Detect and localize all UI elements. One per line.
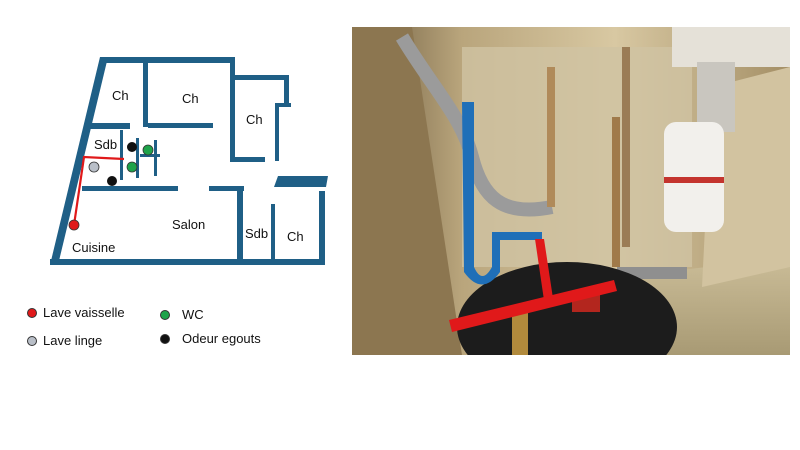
photo-left-wall — [352, 27, 462, 355]
wall-sdb-a — [120, 130, 123, 180]
room-label-ch2: Ch — [182, 91, 199, 106]
wall-ch-bottom — [148, 123, 213, 128]
marker-lave-vaisselle — [68, 219, 80, 231]
marker-wc-1 — [142, 144, 154, 156]
legend-label-wc: WC — [182, 307, 204, 322]
legend-dot-wc — [160, 309, 170, 320]
photo-overlay-blue-trap — [462, 102, 542, 285]
photo-sink-bottom — [672, 27, 790, 67]
plumbing-photo — [352, 27, 790, 355]
legend-lave-linge: Lave linge — [27, 333, 102, 348]
wall-right-stub — [284, 75, 289, 105]
wall-ch2-bottom — [230, 157, 265, 162]
legend-dot-lave-vaisselle — [27, 307, 37, 318]
legend-label-odeur-egouts: Odeur egouts — [182, 331, 261, 346]
marker-odeur-1 — [127, 142, 137, 152]
wall-mid-right — [209, 186, 244, 191]
room-label-sdb1: Sdb — [94, 137, 117, 152]
room-label-sdb2: Sdb — [245, 226, 268, 241]
wall-sdb-c — [154, 140, 157, 176]
legend-dot-lave-linge — [27, 335, 37, 346]
photo-siphon-band — [664, 177, 724, 183]
marker-wc-2 — [126, 161, 138, 173]
photo-brass-fitting — [512, 307, 528, 355]
wall-right-stub3 — [275, 103, 279, 161]
legend-label-lave-vaisselle: Lave vaisselle — [43, 305, 125, 320]
room-label-ch1: Ch — [112, 88, 129, 103]
wall-right-stub2 — [275, 103, 291, 107]
marker-odeur-2 — [107, 176, 117, 186]
floor-plan: Ch Ch Ch Sdb Salon Sdb Ch Cuisine — [50, 57, 328, 265]
room-label-ch4: Ch — [287, 229, 304, 244]
wall-mid-left — [82, 186, 178, 191]
wall-sdb2-right — [271, 204, 275, 260]
legend-label-lave-linge: Lave linge — [43, 333, 103, 348]
photo-wallpaper — [462, 47, 692, 267]
photo-copper-pipe-3 — [622, 47, 630, 247]
wall-sdb-d — [140, 154, 160, 157]
marker-lave-linge — [88, 161, 100, 173]
wall-bottom — [50, 259, 325, 265]
wall-right — [319, 191, 325, 263]
legend-odeur-egouts: Odeur egouts — [160, 331, 261, 346]
legend-lave-vaisselle: Lave vaisselle — [27, 305, 125, 320]
wall-sdb-top — [88, 123, 130, 129]
photo-drain-pipe — [697, 62, 735, 132]
wall-ch-divider — [143, 59, 148, 127]
wall-left — [50, 57, 108, 265]
pipe-path — [72, 155, 125, 226]
photo-overlay-red-horizontal — [449, 280, 617, 332]
wall-corner-block — [274, 176, 328, 187]
wall-sdb-b — [136, 138, 139, 178]
photo-copper-pipe-2 — [612, 117, 620, 267]
wall-top-right — [232, 75, 287, 80]
wall-ch2-left — [230, 63, 235, 161]
legend-dot-odeur-egouts — [160, 333, 170, 344]
room-label-cuisine: Cuisine — [72, 240, 115, 255]
legend-wc: WC — [160, 307, 204, 322]
wall-top — [100, 57, 235, 63]
wall-salon-right — [237, 186, 243, 260]
photo-overlay-red-vertical — [535, 239, 554, 307]
room-label-ch3: Ch — [246, 112, 263, 127]
walls — [50, 57, 328, 265]
room-label-salon: Salon — [172, 217, 205, 232]
photo-copper-pipe-1 — [547, 67, 555, 207]
